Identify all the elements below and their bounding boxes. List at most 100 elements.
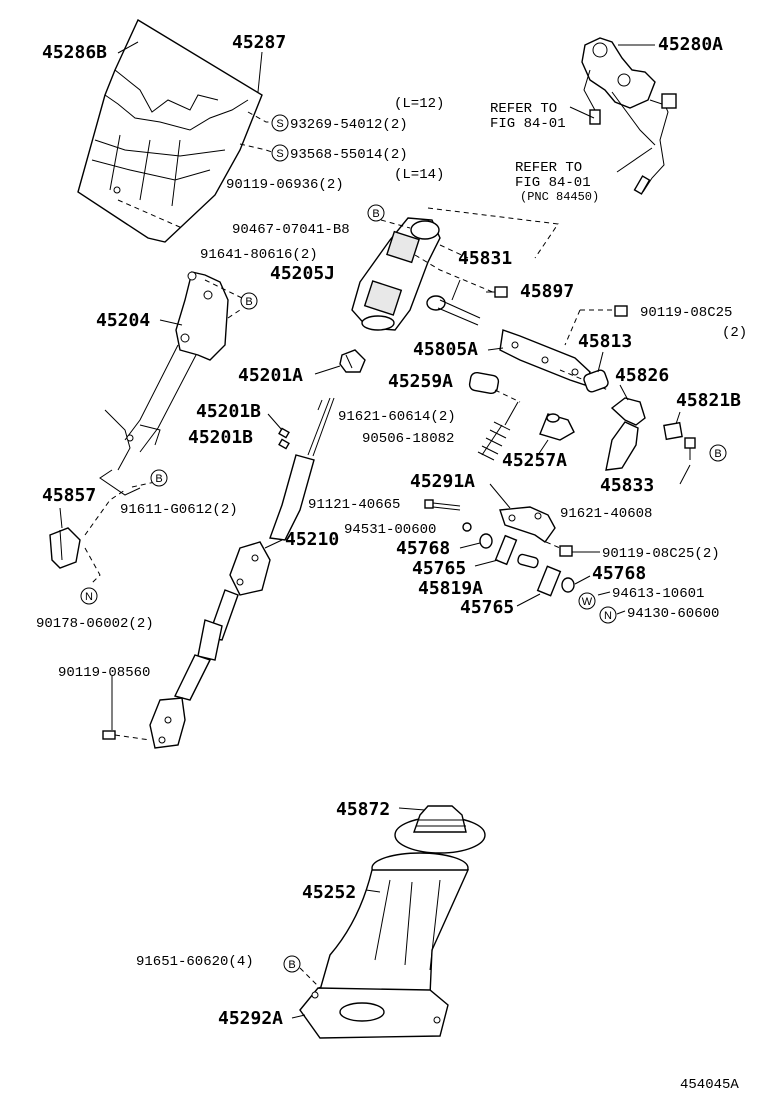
- svg-text:B: B: [288, 959, 295, 971]
- lever-45826-part: [605, 397, 646, 471]
- label-45292A: 45292A: [218, 1008, 283, 1029]
- spring-90506-part: [477, 401, 519, 461]
- svg-text:S: S: [276, 148, 283, 160]
- svg-text:B: B: [155, 473, 162, 485]
- label-94531-00600: 94531-00600: [344, 522, 436, 538]
- bolt-45831-part: [426, 295, 481, 326]
- label-94613-10601: 94613-10601: [612, 586, 704, 602]
- label-45201B-2: 45201B: [188, 427, 253, 448]
- cap-45821B-part: [663, 421, 683, 441]
- symbol-s-93568: S: [271, 144, 289, 162]
- clip-45857-part: [49, 527, 81, 569]
- label-45201A: 45201A: [238, 365, 303, 386]
- label-l14: (L=14): [394, 167, 444, 183]
- nut-45833-part: [684, 437, 696, 449]
- collar-45768-upper-part: [479, 533, 493, 549]
- sleeve-45259A-part: [468, 371, 500, 395]
- label-90119-08C25-top-qty: (2): [722, 325, 747, 341]
- shim-45765-upper-part: [494, 534, 518, 566]
- symbol-b-91641: B: [240, 292, 258, 310]
- label-45833: 45833: [600, 475, 654, 496]
- column-cover-part: [77, 18, 263, 243]
- label-90119-08C25-lower: 90119-08C25(2): [602, 546, 720, 562]
- label-45286B: 45286B: [42, 42, 107, 63]
- symbol-b-91651: B: [283, 955, 301, 973]
- label-45897: 45897: [520, 281, 574, 302]
- label-45857: 45857: [42, 485, 96, 506]
- bolt-90119-08C25-top-part: [614, 305, 628, 317]
- svg-text:B: B: [245, 296, 252, 308]
- column-bracket-part: [99, 271, 229, 496]
- pin-45813-part: [583, 369, 609, 393]
- bracket-45291A-part: [499, 506, 556, 543]
- label-93568-55014: 93568-55014(2): [290, 147, 408, 163]
- figure-id: 454045A: [680, 1077, 739, 1093]
- symbol-n-90178: N: [80, 587, 98, 605]
- label-91651-60620: 91651-60620(4): [136, 954, 254, 970]
- label-90119-06936: 90119-06936(2): [226, 177, 344, 193]
- boot-45252-part: [319, 852, 470, 996]
- symbol-b-91611: B: [150, 469, 168, 487]
- label-refer-2a: REFER TO: [515, 160, 582, 176]
- label-45287: 45287: [232, 32, 286, 53]
- column-upper-part: [351, 217, 441, 331]
- symbol-n-94130: N: [599, 606, 617, 624]
- svg-text:N: N: [604, 610, 612, 622]
- label-45819A: 45819A: [418, 578, 483, 599]
- plate-45292A-part: [299, 987, 449, 1039]
- label-45201B-1: 45201B: [196, 401, 261, 422]
- label-45872: 45872: [336, 799, 390, 820]
- label-90178-06002: 90178-06002(2): [36, 616, 154, 632]
- label-91121-40665: 91121-40665: [308, 497, 400, 513]
- svg-text:W: W: [582, 596, 593, 608]
- clips-45201B-part: [278, 427, 290, 450]
- label-45280A: 45280A: [658, 34, 723, 55]
- pin-45819A-part: [517, 553, 539, 569]
- label-45291A: 45291A: [410, 471, 475, 492]
- label-45768-upper: 45768: [396, 538, 450, 559]
- nut-94531-00600-part: [462, 522, 472, 532]
- label-90119-08C25-top: 90119-08C25: [640, 305, 732, 321]
- label-91641-80616: 91641-80616(2): [200, 247, 318, 263]
- symbol-s-93269: S: [271, 114, 289, 132]
- label-91621-60614: 91621-60614(2): [338, 409, 456, 425]
- svg-text:B: B: [714, 448, 721, 460]
- label-refer-1b: FIG 84-01: [490, 116, 566, 132]
- label-45204: 45204: [96, 310, 150, 331]
- label-refer-2b: FIG 84-01: [515, 175, 591, 191]
- symbol-w-94613: W: [578, 592, 596, 610]
- label-93269-54012: 93269-54012(2): [290, 117, 408, 133]
- label-45257A: 45257A: [502, 450, 567, 471]
- label-refer-1a: REFER TO: [490, 101, 557, 117]
- label-45826: 45826: [615, 365, 669, 386]
- label-45205J: 45205J: [270, 263, 335, 284]
- label-refer-2c: (PNC 84450): [520, 190, 599, 204]
- symbol-b-91621-40608: B: [709, 444, 727, 462]
- ignition-switch-part: [581, 37, 677, 195]
- label-45805A: 45805A: [413, 339, 478, 360]
- label-45768-lower: 45768: [592, 563, 646, 584]
- bolt-90119-08C25-lower-part: [559, 545, 573, 557]
- label-91611-G0612: 91611-G0612(2): [120, 502, 238, 518]
- label-45252: 45252: [302, 882, 356, 903]
- collar-45768-lower-part: [561, 577, 575, 593]
- svg-text:B: B: [372, 208, 379, 220]
- label-45210: 45210: [285, 529, 339, 550]
- label-45831: 45831: [458, 248, 512, 269]
- bushing-45201A-part: [339, 349, 366, 373]
- label-45765-lower: 45765: [460, 597, 514, 618]
- svg-text:S: S: [276, 118, 283, 130]
- label-94130-60600: 94130-60600: [627, 606, 719, 622]
- bolt-91121-40665-part: [424, 499, 461, 511]
- steering-shaft-part: [102, 397, 335, 749]
- label-l12: (L=12): [394, 96, 444, 112]
- nut-45897-part: [494, 286, 508, 298]
- symbol-b-90119-06936: B: [367, 204, 385, 222]
- stopper-45257A-part: [539, 413, 575, 441]
- shim-45765-lower-part: [536, 565, 562, 597]
- label-45259A: 45259A: [388, 371, 453, 392]
- svg-text:N: N: [85, 591, 93, 603]
- label-90506-18082: 90506-18082: [362, 431, 454, 447]
- label-90467-07041: 90467-07041-B8: [232, 222, 350, 238]
